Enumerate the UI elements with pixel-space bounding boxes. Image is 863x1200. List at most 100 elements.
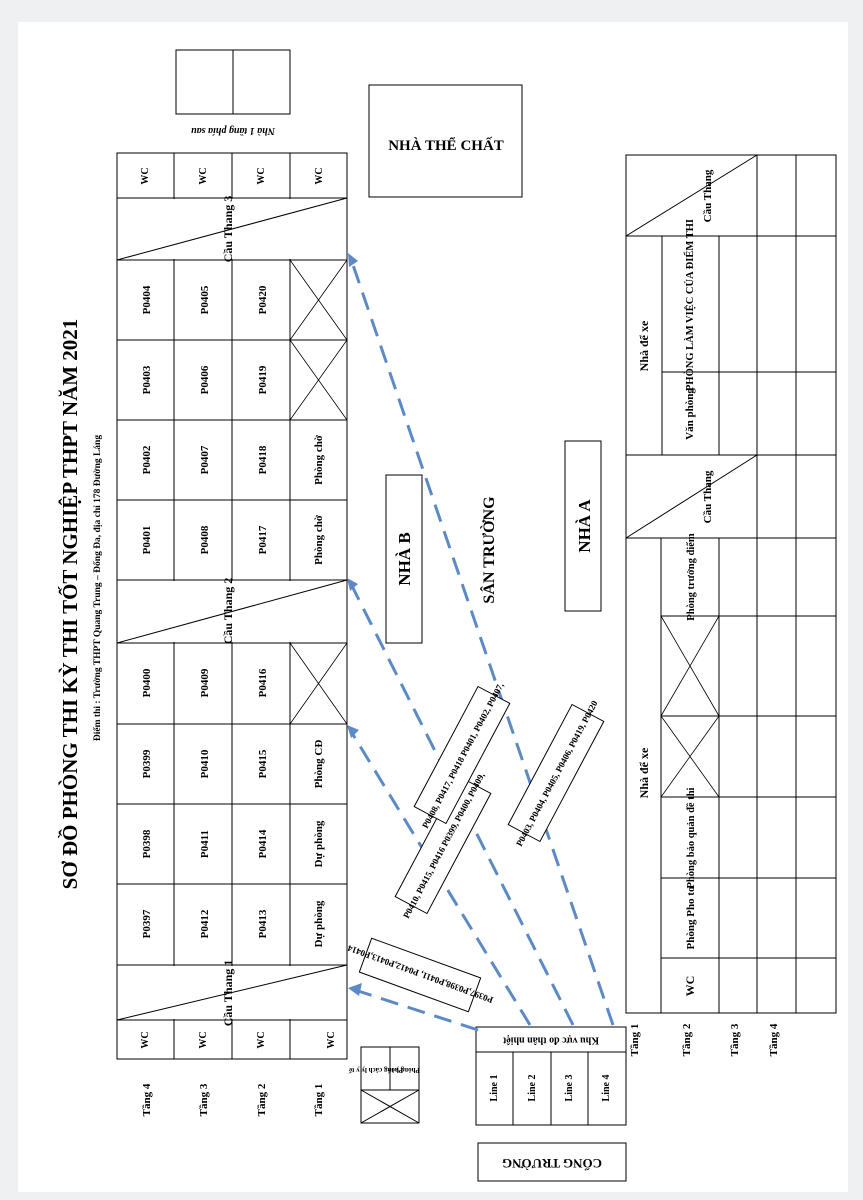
floor-label: Tầng 4 xyxy=(768,1023,780,1056)
building-a-empty-rooms xyxy=(660,615,720,798)
empty-rooms xyxy=(289,259,348,725)
wc-label: WC xyxy=(198,1031,209,1048)
room-label: P0404 xyxy=(141,285,153,314)
room-label: P0401 xyxy=(141,526,153,555)
room-label: Phòng trưởng điểm xyxy=(686,533,697,621)
room-label: Phòng chờ xyxy=(313,434,325,485)
parking-label-bottom: Nhà để xe xyxy=(637,747,651,798)
room-label: P0398 xyxy=(141,829,153,858)
wc-label: WC xyxy=(256,1031,267,1048)
temperature-check-area xyxy=(475,1026,627,1126)
room-label: P0418 xyxy=(257,445,269,474)
map-title: SƠ ĐỒ PHÒNG THI KỲ THI TỐT NGHIỆP THPT N… xyxy=(58,319,82,890)
annex-label: Nhà 1 tầng phía sau xyxy=(191,125,276,136)
room-label: P0408 xyxy=(199,525,211,554)
route-arrowheads xyxy=(347,253,362,996)
room-label: Phòng CĐ xyxy=(313,740,325,789)
building-a-name: NHÀ A xyxy=(575,499,594,553)
room-label: P0405 xyxy=(199,285,211,314)
room-label: P0413 xyxy=(257,909,269,938)
wc-label: WC xyxy=(256,167,267,184)
building-b-label: NHÀ B xyxy=(385,474,423,644)
room-label: P0410 xyxy=(199,749,211,778)
room-label: P0402 xyxy=(141,445,153,474)
isolation-room-label: Phòng cách ly y tế xyxy=(348,1066,403,1074)
arrowhead xyxy=(347,725,359,738)
route-arrow-1 xyxy=(354,988,479,1032)
medical-rooms xyxy=(360,1046,420,1124)
room-label: P0416 xyxy=(257,668,269,697)
schoolyard-label: SÂN TRƯỜNG xyxy=(479,496,498,604)
room-label: P0420 xyxy=(257,285,269,314)
arrowhead xyxy=(347,578,358,591)
rooms-group-1: P0397 P0398 P0399 P0400 P0412 P0411 P041… xyxy=(141,668,325,947)
room-label: P0415 xyxy=(257,749,269,778)
route-arrows xyxy=(350,261,615,1032)
parking-label-top: Nhà để xe xyxy=(637,320,651,371)
floor-label: Tầng 1 xyxy=(313,1084,325,1117)
route-label-1: P0397,P0398,P0411, P0412,P0413,P0414 xyxy=(346,937,494,1013)
building-a-floor-labels: Tầng 1 Tầng 2 Tầng 3 Tầng 4 xyxy=(629,1023,780,1056)
wc-label: WC xyxy=(140,1031,151,1048)
room-label: Dự phòng xyxy=(313,820,325,867)
room-label: Văn phòng xyxy=(684,388,696,440)
gym-label: NHÀ THỂ CHẤT xyxy=(388,136,504,154)
medical-room-label: Phòng y tế xyxy=(387,1066,419,1074)
annex-building: Nhà 1 tầng phía sau xyxy=(175,49,291,136)
gym-building: NHÀ THỂ CHẤT xyxy=(368,84,523,198)
line-4-label: Line 4 xyxy=(601,1075,612,1102)
route-label-4: P0403, P0404, P0405, P0406, P0419, P0420 xyxy=(507,699,605,848)
room-label: Phòng bảo quản đề thi xyxy=(686,787,697,888)
wc-label: WC xyxy=(326,1031,337,1048)
floor-label: Tầng 2 xyxy=(681,1023,693,1056)
building-b-floor-labels: Tầng 4 Tầng 3 Tầng 2 Tầng 1 xyxy=(141,1083,325,1116)
room-label: Phòng chờ xyxy=(313,514,325,565)
school-gate-label: CỔNG TRƯỜNG xyxy=(502,1156,602,1171)
building-b-name: NHÀ B xyxy=(395,532,414,585)
floor-label: Tầng 3 xyxy=(198,1083,210,1116)
floor-label: Tầng 2 xyxy=(256,1083,268,1116)
stair-a-top: Cầu Thang xyxy=(702,169,714,222)
floor-label: Tầng 1 xyxy=(629,1024,641,1057)
line-2-label: Line 2 xyxy=(527,1075,538,1102)
room-label: P0414 xyxy=(257,829,269,858)
map-subtitle: Điểm thi : Trường THPT Quang Trung – Đốn… xyxy=(92,435,103,741)
route-arrow-4 xyxy=(350,261,615,1026)
room-label: P0400 xyxy=(141,668,153,697)
school-gate: CỔNG TRƯỜNG xyxy=(477,1142,627,1182)
wc-label: WC xyxy=(198,167,209,184)
floor-label: Tầng 4 xyxy=(141,1083,153,1116)
floor-label: Tầng 3 xyxy=(729,1023,741,1056)
arrowhead xyxy=(348,983,362,996)
line-1-label: Line 1 xyxy=(489,1075,500,1102)
building-a-stair-blocks xyxy=(625,154,835,539)
stair-2-label: Cầu Thang 2 xyxy=(221,578,235,644)
stair-1-label: Cầu Thang 1 xyxy=(221,960,235,1026)
room-label: Phòng Pho to xyxy=(685,886,697,949)
room-label: P0399 xyxy=(141,749,153,778)
room-label: P0412 xyxy=(199,909,211,938)
room-label: P0409 xyxy=(199,668,211,697)
arrowhead xyxy=(348,253,358,267)
stair-blocks xyxy=(116,197,348,1021)
room-label: P0397 xyxy=(141,909,153,938)
wc-label: WC xyxy=(314,167,325,184)
room-label: P0419 xyxy=(257,365,269,394)
line-3-label: Line 3 xyxy=(564,1075,575,1102)
stair-a-mid: Cầu Thang xyxy=(702,470,714,523)
room-label: P0407 xyxy=(199,445,211,474)
room-label: P0403 xyxy=(141,365,153,394)
room-label: Dự phòng xyxy=(313,900,325,947)
wc-label: WC xyxy=(140,167,151,184)
room-label: P0411 xyxy=(199,830,211,858)
room-label: P0406 xyxy=(199,365,211,394)
route-arrow-3 xyxy=(350,585,575,1026)
building-b xyxy=(116,152,348,1060)
room-label: P0417 xyxy=(257,525,269,554)
building-a xyxy=(625,154,837,1014)
room-label: WC xyxy=(683,976,697,997)
stair-3-label: Cầu Thang 3 xyxy=(221,196,235,262)
rooms-group-2: P0401 P0402 P0403 P0404 P0408 P0407 P040… xyxy=(141,285,325,565)
